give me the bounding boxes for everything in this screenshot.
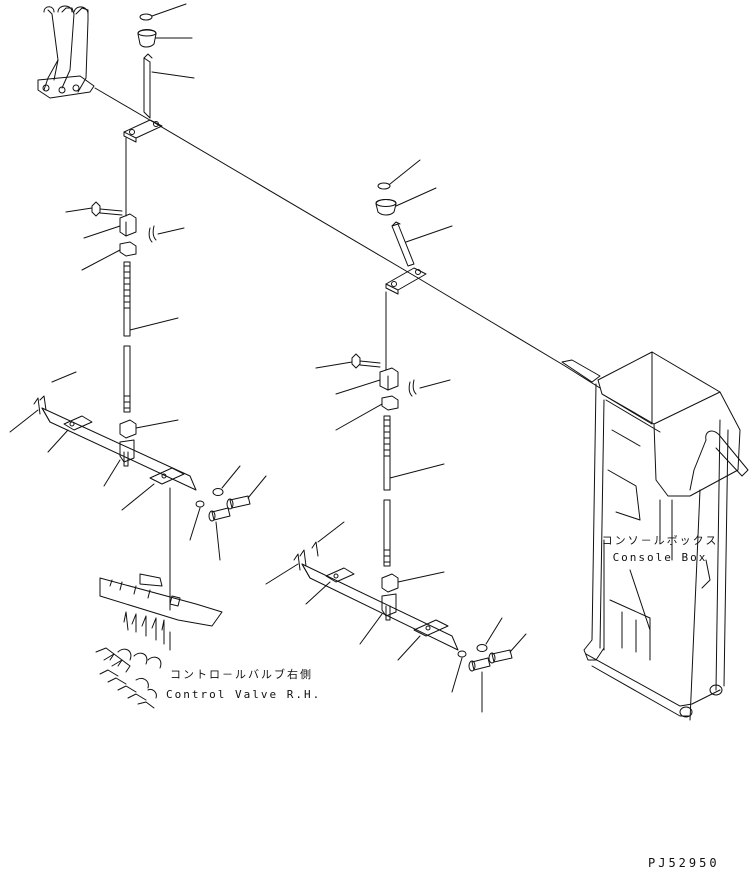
control-levers-left: [37, 5, 95, 99]
console-box-label-en: Console Box: [612, 551, 708, 564]
control-valve: [95, 573, 223, 709]
drawing-number: PJ52950: [648, 856, 720, 870]
console-box-label-jp: コンソ－ルボックス: [601, 534, 719, 547]
main-connecting-line: [94, 87, 601, 389]
knob-assembly-middle: [375, 159, 453, 295]
crank-plate-left: [9, 371, 267, 611]
link-rod-left: [65, 137, 185, 487]
console-box-leader: [629, 569, 651, 631]
knob-assembly-left: [123, 3, 195, 143]
console-box: [561, 351, 749, 721]
control-valve-label-en: Control Valve R.H.: [166, 688, 322, 701]
control-valve-label-jp: コントロ－ルバルブ右側: [170, 668, 313, 681]
link-rod-middle: [315, 291, 451, 645]
crank-plate-middle: [265, 521, 527, 713]
